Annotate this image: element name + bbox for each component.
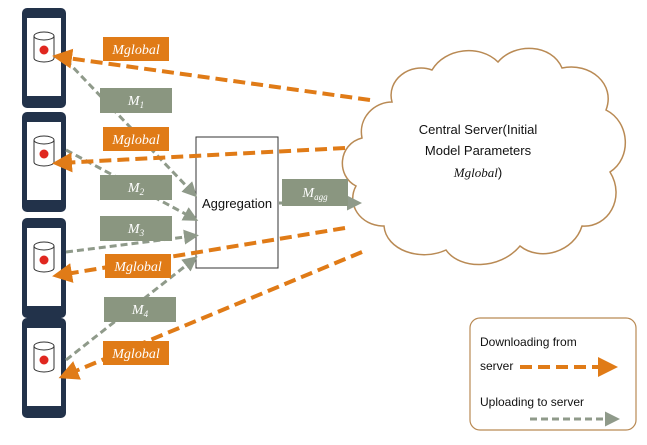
magg-box	[282, 179, 348, 206]
local-box-4	[104, 297, 176, 322]
database-icon	[33, 341, 55, 373]
mglobal-box-1	[103, 37, 169, 61]
legend-download-line2: server	[480, 359, 513, 373]
local-label-3: M3	[127, 222, 145, 238]
server-label-paren: )	[498, 165, 502, 180]
local-label-1-sub: 1	[140, 100, 145, 110]
mglobal-box-4	[103, 341, 169, 365]
server-mglobal-math: Mglobal	[453, 165, 498, 180]
mglobal-box-3	[105, 254, 171, 278]
upload-arrow-1	[64, 58, 198, 198]
local-box-1	[100, 88, 172, 113]
legend-box	[469, 317, 637, 431]
local-label-3-base: M	[127, 222, 141, 237]
server-label-line2: Model Parameters	[425, 143, 532, 158]
database-icon	[33, 241, 55, 273]
database-icon	[33, 31, 55, 63]
local-box-2	[100, 175, 172, 200]
mglobal-label-2: Mglobal	[111, 133, 160, 148]
database-icon	[33, 135, 55, 167]
local-label-4-base: M	[131, 303, 145, 318]
aggregation-label: Aggregation	[202, 196, 272, 211]
magg-label-base: M	[301, 186, 315, 201]
download-arrow-2	[52, 146, 346, 173]
phone-1	[22, 8, 66, 108]
local-label-2-sub: 2	[140, 187, 145, 197]
local-box-3	[100, 216, 172, 241]
phone-3	[22, 218, 66, 318]
mglobal-labels: Mglobal Mglobal Mglobal Mglobal	[103, 37, 171, 365]
mglobal-label-4: Mglobal	[111, 347, 160, 362]
local-label-4: M4	[131, 303, 149, 319]
server-label-line3: Mglobal)	[453, 165, 502, 180]
local-label-1-base: M	[127, 94, 141, 109]
legend-download-line1: Downloading from	[480, 335, 577, 349]
phone-2	[22, 112, 66, 212]
local-label-4-sub: 4	[144, 309, 149, 319]
mglobal-label-3: Mglobal	[113, 260, 162, 275]
magg-label-sub: agg	[314, 192, 328, 202]
central-server-cloud	[341, 47, 626, 266]
download-arrow-1	[52, 48, 371, 102]
phone-4	[22, 318, 66, 418]
mglobal-box-2	[103, 127, 169, 151]
local-label-2: M2	[127, 181, 145, 197]
server-label-line1: Central Server(Initial	[419, 122, 538, 137]
local-model-labels: M1 M2 M3 M4 Magg	[100, 88, 348, 322]
local-label-1: M1	[127, 94, 144, 110]
legend: Downloading from server Uploading to ser…	[469, 317, 637, 431]
mglobal-label-1: Mglobal	[111, 43, 160, 58]
local-label-2-base: M	[127, 181, 141, 196]
local-label-3-sub: 3	[139, 228, 145, 238]
client-devices	[22, 8, 66, 418]
legend-upload-label: Uploading to server	[480, 395, 584, 409]
magg-label: Magg	[301, 186, 328, 202]
